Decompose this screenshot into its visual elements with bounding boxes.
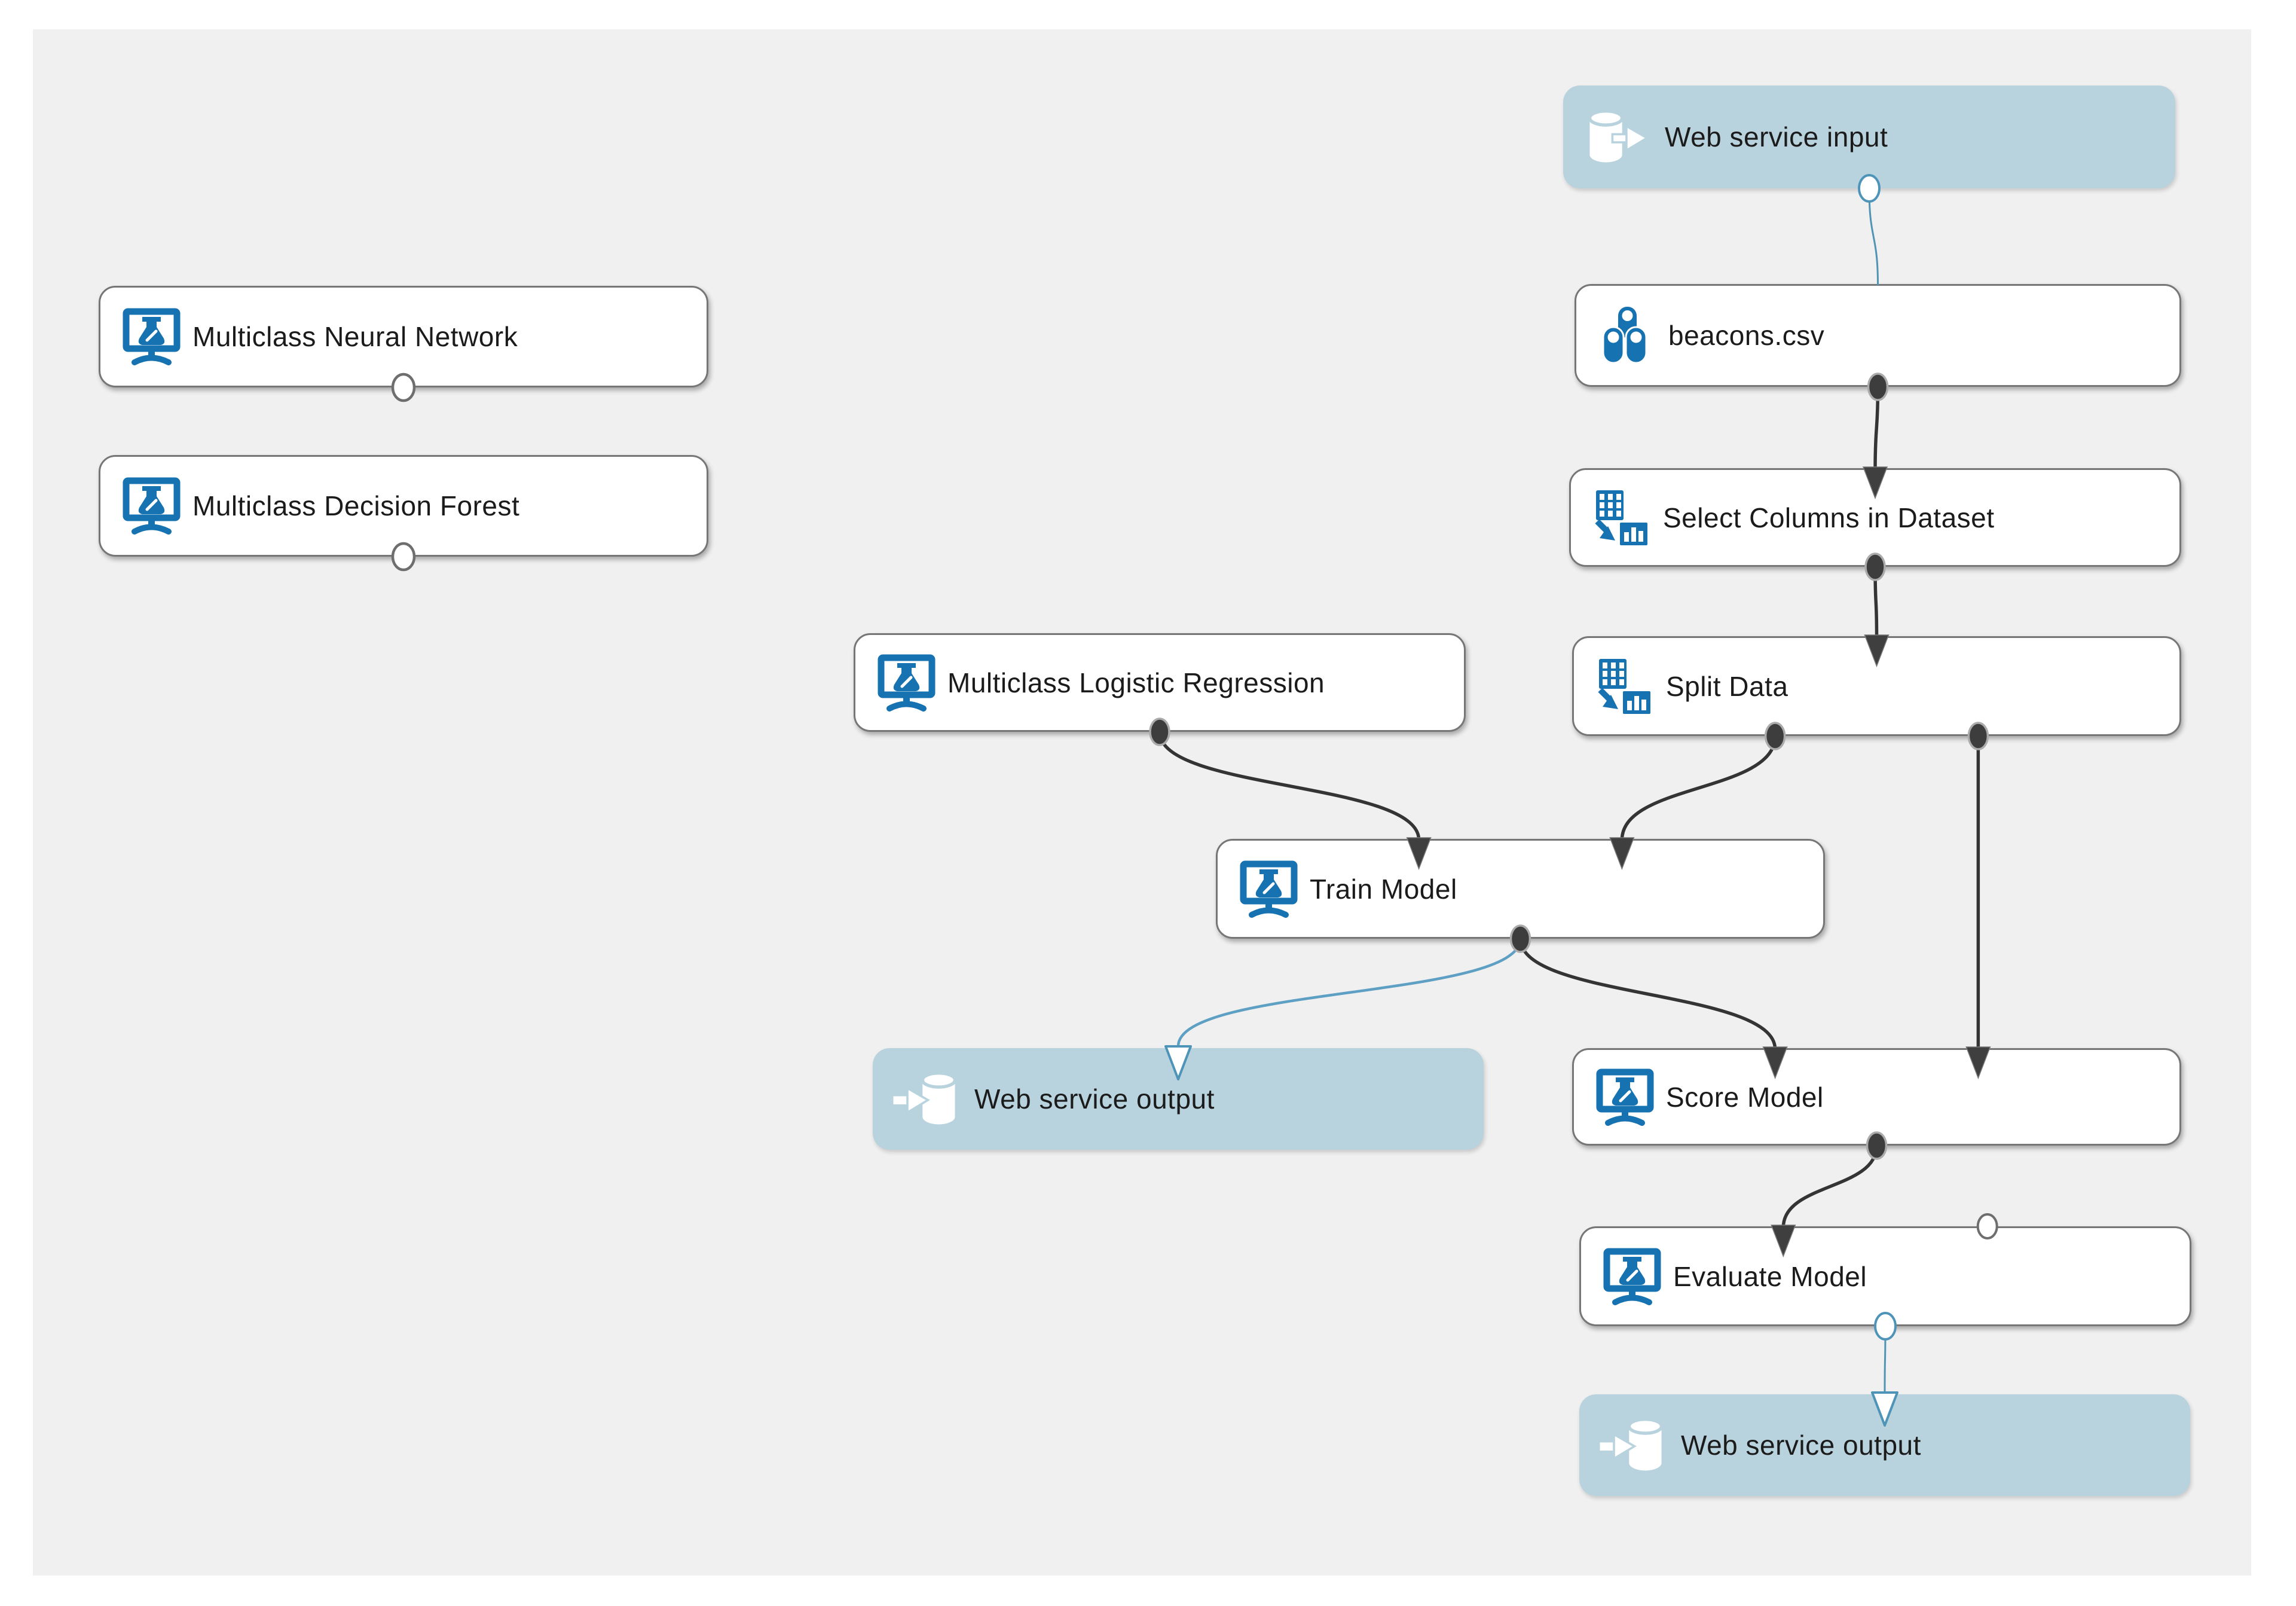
model-icon (1595, 1067, 1655, 1128)
node-label: Score Model (1666, 1081, 1824, 1113)
model-icon (1603, 1246, 1662, 1307)
node-label: Train Model (1310, 873, 1457, 905)
node-web-service-input[interactable]: Web service input (1563, 86, 2175, 188)
model-icon (122, 475, 182, 536)
node-score-model[interactable]: Score Model (1572, 1048, 2181, 1146)
node-evaluate-model[interactable]: Evaluate Model (1579, 1226, 2191, 1326)
columns-icon (1592, 487, 1652, 548)
node-label: Multiclass Decision Forest (192, 490, 520, 521)
model-icon (877, 652, 937, 713)
columns-icon (1595, 656, 1655, 717)
node-label: Split Data (1666, 670, 1789, 702)
node-web-service-output-left[interactable]: Web service output (873, 1048, 1484, 1150)
node-label: Web service input (1665, 121, 1888, 152)
node-multiclass-decision-forest[interactable]: Multiclass Decision Forest (99, 455, 708, 557)
model-icon (122, 306, 182, 367)
node-label: Evaluate Model (1673, 1260, 1867, 1292)
node-label: Web service output (974, 1083, 1215, 1115)
node-label: Select Columns in Dataset (1663, 502, 1995, 533)
node-label: beacons.csv (1668, 320, 1825, 351)
webservice-output-icon (1597, 1413, 1670, 1477)
model-icon (1239, 859, 1299, 920)
node-select-columns[interactable]: Select Columns in Dataset (1569, 468, 2181, 567)
node-multiclass-neural-network[interactable]: Multiclass Neural Network (99, 286, 708, 387)
node-label: Multiclass Neural Network (192, 321, 518, 352)
dataset-icon (1598, 305, 1658, 366)
node-train-model[interactable]: Train Model (1216, 839, 1825, 939)
webservice-input-icon (1581, 105, 1654, 169)
node-beacons-csv[interactable]: beacons.csv (1575, 284, 2181, 387)
node-multiclass-logistic-regression[interactable]: Multiclass Logistic Regression (854, 633, 1466, 732)
webservice-output-icon (891, 1067, 964, 1131)
node-web-service-output-bottom[interactable]: Web service output (1579, 1394, 2190, 1496)
node-split-data[interactable]: Split Data (1572, 636, 2181, 736)
node-label: Web service output (1681, 1430, 1921, 1461)
node-label: Multiclass Logistic Regression (947, 667, 1325, 698)
